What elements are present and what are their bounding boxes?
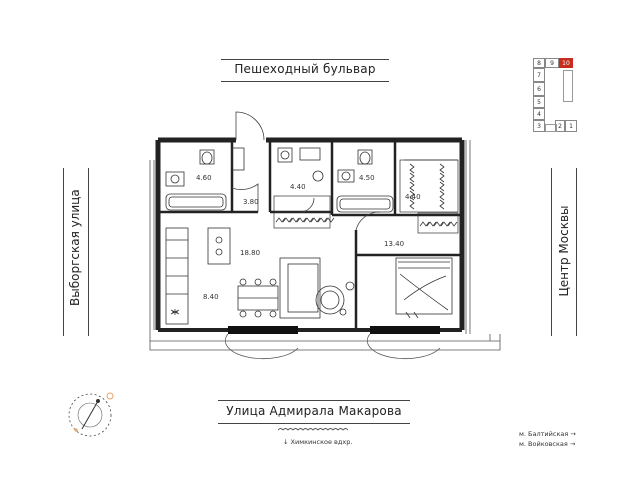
building-wing bbox=[563, 70, 573, 102]
river-wave-icon bbox=[278, 428, 348, 431]
building-minimap: 8 9 10 7 6 5 4 3 2 1 bbox=[525, 58, 577, 140]
building-cell-3: 3 bbox=[533, 120, 545, 132]
building-cell-1: 1 bbox=[565, 120, 577, 132]
hanger-icon bbox=[275, 217, 286, 223]
bottom-street-label: Улица Адмирала Макарова bbox=[226, 404, 402, 418]
hanger-icon bbox=[324, 217, 335, 223]
hanger-icon bbox=[440, 221, 451, 227]
metro-line-1: м. Балтийская → bbox=[519, 430, 576, 438]
hanger-icon bbox=[317, 217, 328, 223]
hanger-icon bbox=[439, 172, 445, 183]
right-street-rule-a bbox=[551, 168, 552, 336]
bottom-street-rule-top bbox=[218, 400, 410, 401]
area-bath-mid: 4.40 bbox=[290, 183, 306, 191]
hanger-icon bbox=[439, 190, 445, 201]
hanger-icon bbox=[439, 199, 445, 210]
building-cell-8: 8 bbox=[533, 58, 545, 68]
hanger-icon bbox=[419, 221, 430, 227]
bottom-street-rule-bottom bbox=[218, 423, 410, 424]
left-street-rule-a bbox=[63, 168, 64, 336]
right-street-rule-b bbox=[576, 168, 577, 336]
hanger-icon bbox=[439, 163, 445, 174]
hanger-icon bbox=[409, 181, 415, 192]
building-cell-5: 5 bbox=[533, 96, 545, 108]
hanger-icon bbox=[296, 217, 307, 223]
area-hall: 3.80 bbox=[243, 198, 259, 206]
river-label: ↓ Химкинское вдхр. bbox=[283, 438, 353, 446]
top-street-rule-top bbox=[221, 59, 389, 60]
building-cell-2: 2 bbox=[555, 120, 565, 132]
hanger-icon bbox=[282, 217, 293, 223]
building-cell-9: 9 bbox=[545, 58, 559, 68]
metro-line-2: м. Войковская → bbox=[519, 440, 576, 448]
top-street-label: Пешеходный бульвар bbox=[234, 62, 376, 76]
hanger-icon bbox=[310, 217, 321, 223]
building-cell-6: 6 bbox=[533, 82, 545, 96]
hanger-icon bbox=[447, 221, 458, 227]
hanger-icon bbox=[439, 181, 445, 192]
hanger-icon bbox=[409, 163, 415, 174]
building-cell-7: 7 bbox=[533, 68, 545, 82]
hanger-icon bbox=[409, 172, 415, 183]
area-wardrobe-right: 4.40 bbox=[405, 193, 421, 201]
building-cell-4: 4 bbox=[533, 108, 545, 120]
building-cell-10: 10 bbox=[559, 58, 573, 68]
hanger-icon bbox=[409, 199, 415, 210]
top-street-rule-bottom bbox=[221, 81, 389, 82]
area-bath-right: 4.50 bbox=[359, 174, 375, 182]
area-bath-left: 4.60 bbox=[196, 174, 212, 182]
hanger-icon bbox=[303, 217, 314, 223]
hanger-icon bbox=[289, 217, 300, 223]
area-kitchen: 8.40 bbox=[203, 293, 219, 301]
hanger-icon bbox=[433, 221, 444, 227]
area-living: 18.80 bbox=[240, 249, 261, 257]
area-bedroom: 13.40 bbox=[384, 240, 405, 248]
compass-icon bbox=[68, 392, 114, 437]
left-street-rule-b bbox=[88, 168, 89, 336]
hanger-icon bbox=[426, 221, 437, 227]
hanger-icon bbox=[409, 190, 415, 201]
building-link bbox=[545, 124, 557, 132]
